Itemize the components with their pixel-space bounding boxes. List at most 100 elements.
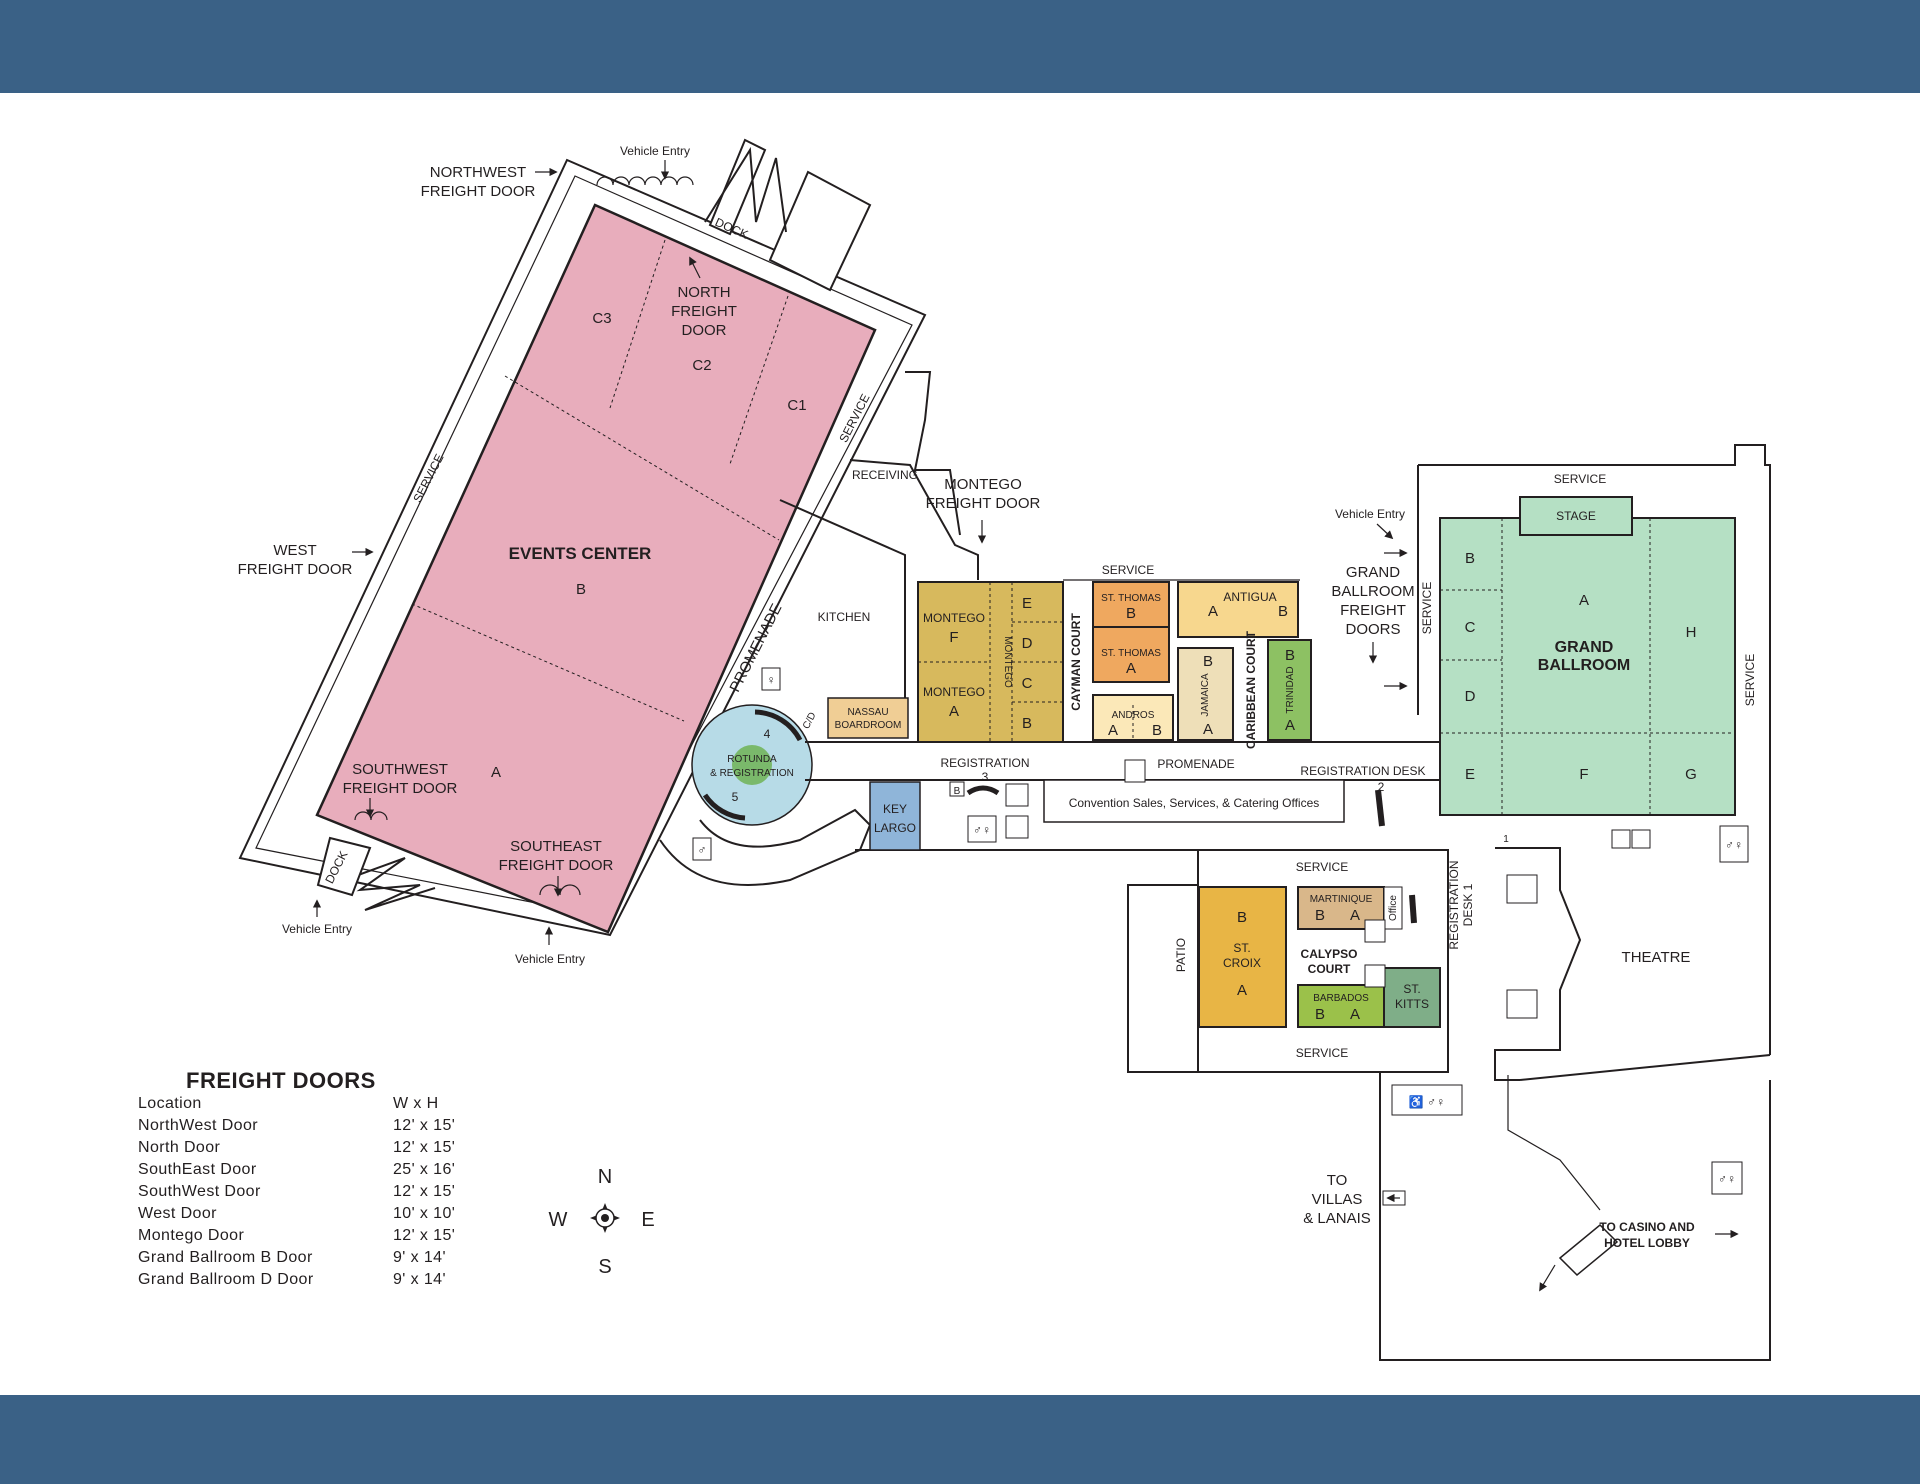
jamaica-room[interactable] [1177, 647, 1234, 741]
theatre-label: THEATRE [1622, 949, 1691, 966]
montego-e-label: E [1022, 595, 1032, 612]
restroom-icon-rotunda-south [692, 837, 712, 861]
grand-ballroom[interactable] [1439, 517, 1736, 816]
theatre-west-wall [1494, 847, 1582, 1081]
info-box-3 [1611, 829, 1631, 849]
events-center-title: EVENTS CENTER [509, 544, 652, 563]
events-center-divider-c [504, 375, 780, 541]
ballroom-freight-label-2: BALLROOM [1331, 583, 1414, 600]
events-center-section-a: A [491, 764, 501, 781]
montego-c-label: C [1022, 675, 1033, 692]
st-kitts-room[interactable] [1383, 967, 1441, 1028]
lobby-entry-box [1558, 1223, 1619, 1277]
north-freight-door-label-3: DOOR [682, 322, 727, 339]
info-box-4 [1631, 829, 1651, 849]
barbados-b-label: B [1315, 1006, 1325, 1023]
st-croix-b-label: B [1237, 909, 1247, 926]
legend-location: SouthEast Door [138, 1161, 257, 1178]
montego-rooms [917, 581, 1064, 743]
office-label: Office [1388, 895, 1399, 921]
kitchen-label: KITCHEN [818, 610, 871, 624]
to-villas-label-2: VILLAS [1312, 1191, 1363, 1208]
ballroom-freight-label-3: FREIGHT [1340, 602, 1406, 619]
service-ballroom-east-label: SERVICE [1743, 654, 1757, 706]
barbados-a-label: A [1350, 1006, 1360, 1023]
st-thomas-b-label-2: B [1126, 605, 1136, 622]
st-kitts-label-2: KITTS [1395, 997, 1429, 1011]
martinique-label: MARTINIQUE [1310, 894, 1373, 905]
rotunda-area [659, 704, 872, 886]
service-corridor-wall [905, 371, 961, 536]
patio-wall [1127, 884, 1198, 1073]
ballroom-h-label: H [1686, 624, 1697, 641]
vehicle-entry-ballroom-label: Vehicle Entry [1335, 507, 1405, 521]
legend-location: NorthWest Door [138, 1117, 259, 1134]
cayman-court-label: CAYMAN COURT [1069, 613, 1083, 711]
registration-desk-2 [1375, 789, 1385, 827]
barbados-room[interactable] [1297, 984, 1385, 1028]
dock-zigzag-north [704, 146, 787, 233]
jamaica-label: JAMAICA [1200, 673, 1211, 717]
barbados-label: BARBADOS [1313, 993, 1369, 1004]
ballroom-e-label: E [1465, 766, 1475, 783]
legend-size: 12' x 15' [393, 1139, 456, 1156]
ballroom-d-label: D [1465, 688, 1476, 705]
ballroom-stage[interactable] [1519, 496, 1633, 536]
north-freight-door-arrow [689, 256, 701, 279]
registration-number: 3 [982, 770, 989, 784]
trinidad-b-label: B [1285, 647, 1295, 664]
to-villas-label-3: & LANAIS [1303, 1210, 1371, 1227]
st-thomas-a-label-2: A [1126, 660, 1136, 677]
andros-b-label: B [1152, 722, 1162, 739]
restroom-glyph-1: ♀ [767, 673, 776, 687]
events-center-section-c2: C2 [692, 357, 711, 374]
registration-b-label: B [954, 786, 961, 797]
ballroom-c-label: C [1465, 619, 1476, 636]
restroom-icon-ballroom [1719, 825, 1749, 863]
rotunda-label-2: & REGISTRATION [710, 768, 794, 779]
trinidad-room[interactable] [1267, 639, 1312, 741]
rotunda-desk-4 [754, 709, 803, 742]
southeast-freight-door-label-1: SOUTHEAST [510, 838, 602, 855]
jamaica-a-label: A [1203, 721, 1213, 738]
north-freight-door-label-1: NORTH [677, 284, 730, 301]
theatre-area [1494, 847, 1771, 1081]
legend-location: SouthWest Door [138, 1183, 261, 1200]
st-thomas-b-room[interactable] [1092, 581, 1170, 628]
service-calypso-south-label: SERVICE [1296, 1046, 1348, 1060]
st-croix-label-2: CROIX [1223, 956, 1261, 970]
theatre-south-wall [1519, 1054, 1771, 1081]
lobby-entry-arrow [1539, 1264, 1556, 1292]
calypso-court-area [1127, 849, 1449, 1073]
registration-desk-1-label-2: DESK 1 [1461, 883, 1475, 926]
nassau-boardroom[interactable] [827, 697, 909, 739]
convention-sales-offices[interactable] [1043, 779, 1345, 823]
events-center-hall[interactable] [315, 203, 877, 934]
montego-freight-door-label-1: MONTEGO [944, 476, 1022, 493]
southeast-wing: ♿ ♂♀ ♂♀ [1379, 1072, 1771, 1361]
legend-location: Montego Door [138, 1227, 245, 1244]
compass-e: E [641, 1209, 654, 1231]
antigua-room[interactable] [1177, 581, 1299, 638]
dock-block-north [768, 170, 872, 292]
st-thomas-a-room[interactable] [1092, 626, 1170, 683]
registration-b-box [949, 781, 965, 797]
registration-label: REGISTRATION [940, 756, 1029, 770]
montego-a-label-2: A [949, 703, 959, 720]
stage-label: STAGE [1556, 509, 1596, 523]
grand-ballroom-label-2: BALLROOM [1538, 657, 1630, 674]
restroom-glyph-3: ♂♀ [973, 823, 991, 837]
st-croix-room[interactable] [1198, 886, 1287, 1028]
ballroom-freight-label-4: DOORS [1345, 621, 1400, 638]
andros-a-label: A [1108, 722, 1118, 739]
to-villas-label-1: TO [1327, 1172, 1348, 1189]
service-cayman-label: SERVICE [1102, 563, 1154, 577]
key-largo-room[interactable] [869, 781, 921, 851]
accessible-restroom-glyph: ♿ ♂♀ [1409, 1095, 1445, 1109]
door-swing-north [596, 176, 694, 186]
rotunda-desk-5-label: 5 [732, 790, 739, 804]
nassau-label-1: NASSAU [847, 707, 888, 718]
theatre-stairs-north [1506, 874, 1538, 904]
antigua-label: ANTIGUA [1223, 590, 1276, 604]
office-room[interactable] [1383, 886, 1403, 930]
